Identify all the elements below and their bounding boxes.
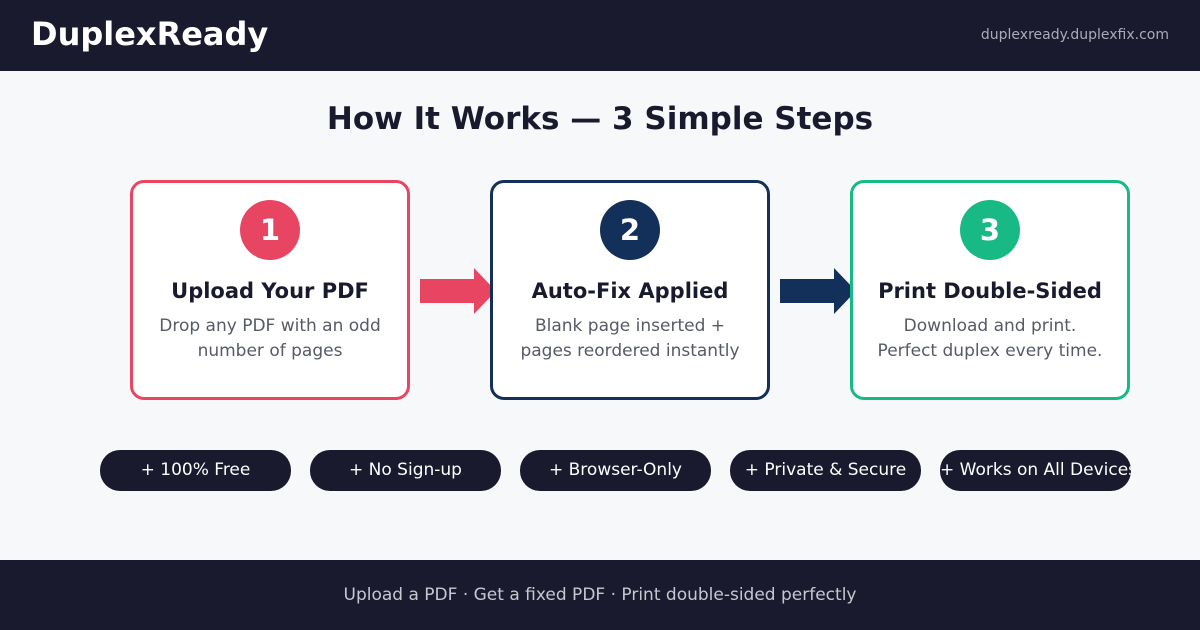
feature-pill-label: + 100% Free (140, 460, 251, 480)
step-number-badge: 2 (600, 200, 660, 260)
step-description-line: Download and print. (903, 316, 1077, 336)
step-card-upload: 1 Upload Your PDF Drop any PDF with an o… (130, 180, 410, 400)
arrow-shape (420, 268, 496, 314)
step-card-print: 3 Print Double-Sided Download and print.… (850, 180, 1130, 400)
feature-pill-browser-only: + Browser-Only (520, 450, 711, 491)
site-url[interactable]: duplexready.duplexfix.com (980, 27, 1169, 43)
page-title: How It Works — 3 Simple Steps (326, 101, 874, 137)
feature-pill-label: + Browser-Only (549, 460, 682, 480)
step-description-line: Drop any PDF with an odd (159, 316, 381, 336)
feature-pill-no-signup: + No Sign-up (310, 450, 501, 491)
step-description: Blank page inserted + pages reordered in… (493, 314, 767, 364)
feature-pill-label: + No Sign-up (349, 460, 462, 480)
footer-tagline: Upload a PDF · Get a fixed PDF · Print d… (343, 585, 857, 605)
step-description-line: pages reordered instantly (520, 341, 740, 361)
step-title: Auto-Fix Applied (531, 279, 729, 303)
arrow-right-icon (780, 268, 856, 314)
brand-logo[interactable]: DuplexReady (31, 15, 269, 53)
step-description-line: Perfect duplex every time. (877, 341, 1103, 361)
step-title: Upload Your PDF (171, 279, 369, 303)
step-description: Drop any PDF with an odd number of pages (133, 314, 407, 364)
step-description-line: Blank page inserted + (534, 316, 726, 336)
feature-pill-free: + 100% Free (100, 450, 291, 491)
step-description-line: number of pages (197, 341, 343, 361)
arrow-right-icon (420, 268, 496, 314)
feature-pill-private: + Private & Secure (730, 450, 921, 491)
arrow-shape (780, 268, 856, 314)
feature-pill-label: + Private & Secure (744, 460, 907, 480)
step-title: Print Double-Sided (878, 279, 1102, 303)
feature-pill-label: + Works on All Devices (940, 460, 1131, 480)
step-description: Download and print. Perfect duplex every… (853, 314, 1127, 364)
step-number-badge: 1 (240, 200, 300, 260)
step-number-badge: 3 (960, 200, 1020, 260)
top-bar: DuplexReady duplexready.duplexfix.com (0, 0, 1200, 71)
feature-pill-all-devices: + Works on All Devices (940, 450, 1131, 491)
step-card-autofix: 2 Auto-Fix Applied Blank page inserted +… (490, 180, 770, 400)
footer-bar: Upload a PDF · Get a fixed PDF · Print d… (0, 560, 1200, 630)
